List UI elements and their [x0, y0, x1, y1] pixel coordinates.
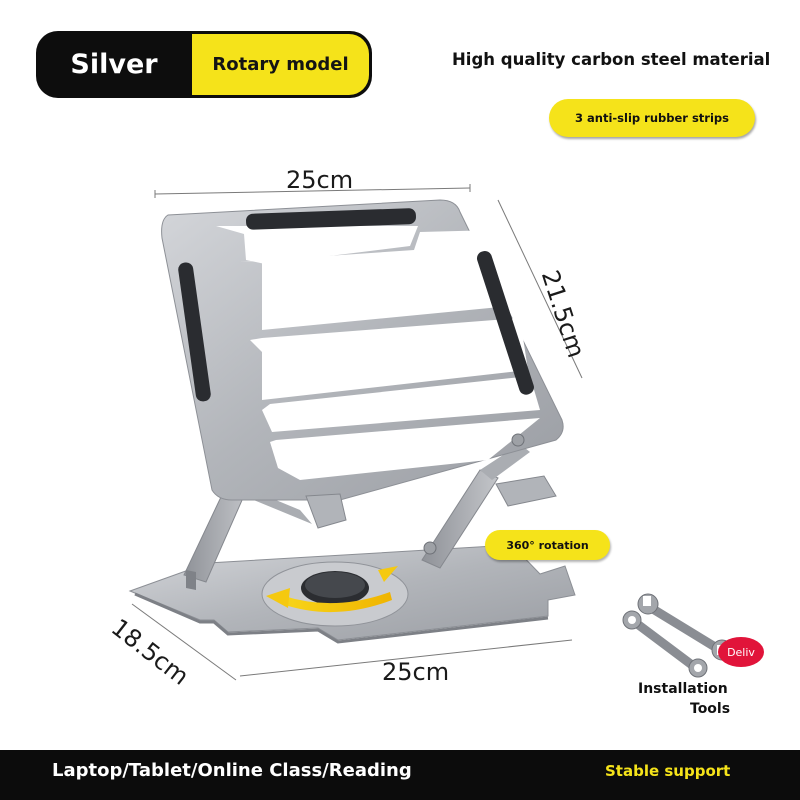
rotation-arrow-icon: [282, 592, 392, 613]
rubber-strip-top: [246, 208, 416, 230]
delivery-sticker: Deliv: [718, 637, 764, 667]
rubber-strip-right: [476, 251, 534, 395]
color-label: Silver: [70, 49, 158, 80]
model-label: Rotary model: [192, 34, 369, 95]
anti-slip-badge: 3 anti-slip rubber strips: [549, 99, 755, 137]
product-variant-badge: Silver Rotary model: [36, 31, 372, 98]
rubber-strip-left: [178, 262, 211, 402]
footer-use-cases: Laptop/Tablet/Online Class/Reading: [52, 760, 412, 781]
tools-line-1: Installation: [638, 681, 728, 697]
installation-tools-label: Installation Tools: [638, 679, 730, 719]
footer-bar: [0, 750, 800, 800]
wrench-icon: [622, 610, 708, 678]
tools-line-2: Tools: [690, 701, 731, 717]
material-headline: High quality carbon steel material: [452, 50, 771, 69]
dimension-lines: [131, 184, 583, 681]
dimension-top-width: 25cm: [286, 166, 354, 194]
right-support-arm: [421, 469, 499, 569]
rotation-badge: 360° rotation: [485, 530, 610, 560]
dimension-bottom-width: 25cm: [382, 658, 450, 686]
footer-feature: Stable support: [605, 762, 731, 780]
